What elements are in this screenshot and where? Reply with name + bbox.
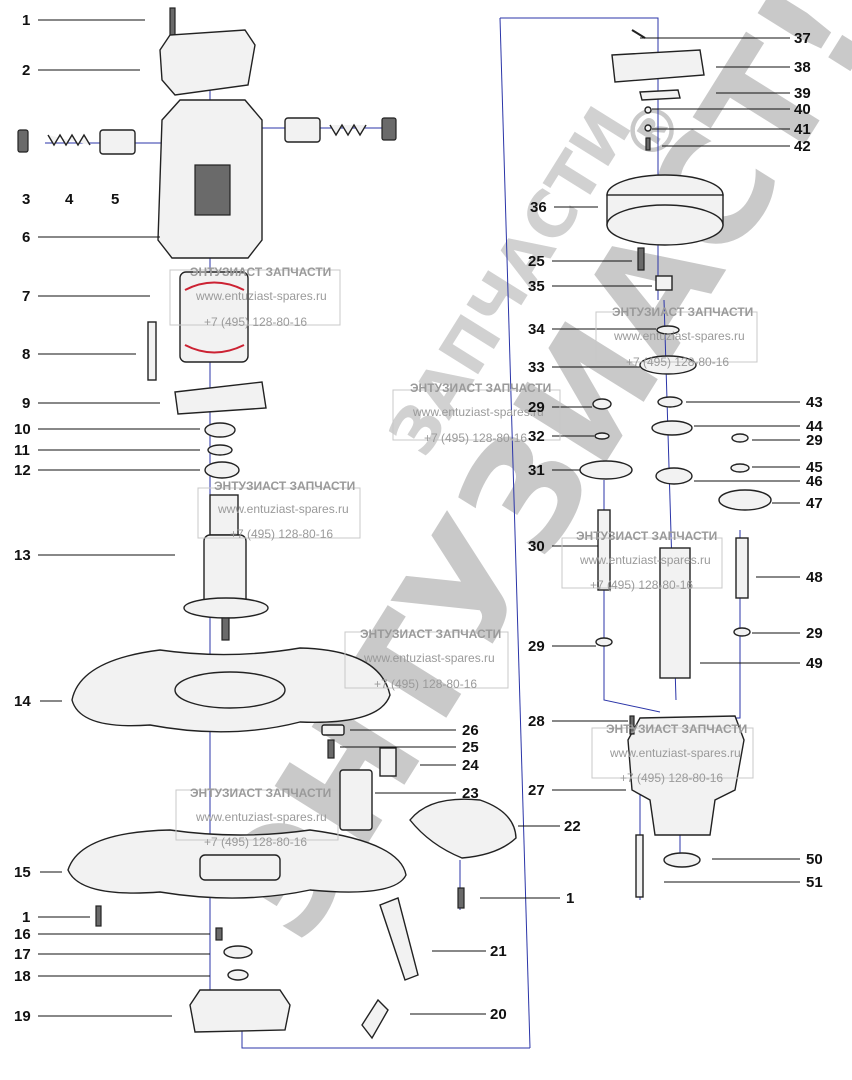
- label-36: 36: [530, 199, 547, 216]
- svg-text:ЭНТУЗИАСТ ЗАПЧАСТИ: ЭНТУЗИАСТ ЗАПЧАСТИ: [606, 722, 747, 736]
- label-10: 10: [14, 421, 31, 438]
- svg-text:www.entuziast-spares.ru: www.entuziast-spares.ru: [579, 553, 711, 567]
- watermark-box-6: ЭНТУЗИАСТ ЗАПЧАСТИ www.entuziast-spares.…: [344, 627, 509, 691]
- label-50: 50: [806, 851, 823, 868]
- label-8: 8: [22, 346, 30, 363]
- label-17: 17: [14, 946, 31, 963]
- label-15: 15: [14, 864, 31, 881]
- label-24: 24: [462, 757, 479, 774]
- label-28: 28: [528, 713, 545, 730]
- svg-text:www.entuziast-spares.ru: www.entuziast-spares.ru: [412, 405, 544, 419]
- watermark-box-3: ЭНТУЗИАСТ ЗАПЧАСТИ www.entuziast-spares.…: [595, 305, 758, 369]
- svg-text:www.entuziast-spares.ru: www.entuziast-spares.ru: [363, 651, 495, 665]
- label-39: 39: [794, 85, 811, 102]
- svg-text:+7 (495) 128-80-16: +7 (495) 128-80-16: [204, 315, 307, 329]
- label-22: 22: [564, 818, 581, 835]
- svg-text:www.entuziast-spares.ru: www.entuziast-spares.ru: [195, 289, 327, 303]
- label-40: 40: [794, 101, 811, 118]
- part-numbers-left: 1 2 3 4 5 6 7 8 9 10 11 12 13 14 15 1 16…: [14, 12, 119, 1025]
- label-29-c: 29: [806, 432, 823, 449]
- label-31: 31: [528, 462, 545, 479]
- svg-text:ЭНТУЗИАСТ ЗАПЧАСТИ: ЭНТУЗИАСТ ЗАПЧАСТИ: [410, 381, 551, 395]
- label-35: 35: [528, 278, 545, 295]
- label-2: 2: [22, 62, 30, 79]
- label-45: 45: [806, 459, 823, 476]
- label-38: 38: [794, 59, 811, 76]
- svg-text:+7 (495) 128-80-16: +7 (495) 128-80-16: [620, 771, 723, 785]
- label-1-mid: 1: [566, 890, 574, 907]
- svg-text:+7 (495) 128-80-16: +7 (495) 128-80-16: [230, 527, 333, 541]
- label-23: 23: [462, 785, 479, 802]
- svg-text:www.entuziast-spares.ru: www.entuziast-spares.ru: [195, 810, 327, 824]
- leader-lines: [38, 19, 800, 1017]
- svg-text:+7 (495) 128-80-16: +7 (495) 128-80-16: [374, 677, 477, 691]
- svg-text:ЭНТУЗИАСТ ЗАПЧАСТИ: ЭНТУЗИАСТ ЗАПЧАСТИ: [190, 265, 331, 279]
- svg-text:www.entuziast-spares.ru: www.entuziast-spares.ru: [613, 329, 745, 343]
- part-numbers-middle: 26 25 24 23 22 1 21 20: [462, 722, 581, 1023]
- part-shapes: [17, 7, 772, 1040]
- watermark-box-2: ЭНТУЗИАСТ ЗАПЧАСТИ www.entuziast-spares.…: [392, 381, 561, 445]
- watermark-box-8: ЭНТУЗИАСТ ЗАПЧАСТИ www.entuziast-spares.…: [175, 786, 339, 849]
- label-26: 26: [462, 722, 479, 739]
- label-14: 14: [14, 693, 31, 710]
- label-21: 21: [490, 943, 507, 960]
- label-9: 9: [22, 395, 30, 412]
- label-3: 3: [22, 191, 30, 208]
- label-1-top: 1: [22, 12, 30, 29]
- label-44: 44: [806, 418, 823, 435]
- svg-text:ЭНТУЗИАСТ ЗАПЧАСТИ: ЭНТУЗИАСТ ЗАПЧАСТИ: [214, 479, 355, 493]
- info-watermarks: ЭНТУЗИАСТ ЗАПЧАСТИ www.entuziast-spares.…: [169, 265, 758, 849]
- label-19: 19: [14, 1008, 31, 1025]
- part-numbers-right: 37 38 39 40 41 42 36 25 35 34 33 29 32 3…: [528, 30, 823, 891]
- label-16: 16: [14, 926, 31, 943]
- svg-text:www.entuziast-spares.ru: www.entuziast-spares.ru: [217, 502, 349, 516]
- svg-text:www.entuziast-spares.ru: www.entuziast-spares.ru: [609, 746, 741, 760]
- label-13: 13: [14, 547, 31, 564]
- svg-text:ЭНТУЗИАСТ ЗАПЧАСТИ: ЭНТУЗИАСТ ЗАПЧАСТИ: [190, 786, 331, 800]
- label-46: 46: [806, 473, 823, 490]
- watermark-box-1: ЭНТУЗИАСТ ЗАПЧАСТИ www.entuziast-spares.…: [169, 265, 341, 329]
- label-11: 11: [14, 442, 30, 459]
- watermark-box-7: ЭНТУЗИАСТ ЗАПЧАСТИ www.entuziast-spares.…: [591, 722, 754, 785]
- label-7: 7: [22, 288, 30, 305]
- watermark-box-4: ЭНТУЗИАСТ ЗАПЧАСТИ www.entuziast-spares.…: [197, 479, 361, 541]
- svg-text:ЭНТУЗИАСТ ЗАПЧАСТИ: ЭНТУЗИАСТ ЗАПЧАСТИ: [576, 529, 717, 543]
- label-20: 20: [490, 1006, 507, 1023]
- label-27: 27: [528, 782, 545, 799]
- label-25-right: 25: [528, 253, 545, 270]
- label-29-b: 29: [528, 638, 545, 655]
- label-51: 51: [806, 874, 823, 891]
- label-49: 49: [806, 655, 823, 672]
- watermark-box-5: ЭНТУЗИАСТ ЗАПЧАСТИ www.entuziast-spares.…: [561, 529, 723, 592]
- label-30: 30: [528, 538, 545, 555]
- label-29-a: 29: [528, 399, 545, 416]
- label-37: 37: [794, 30, 811, 47]
- label-33: 33: [528, 359, 545, 376]
- label-47: 47: [806, 495, 823, 512]
- svg-text:+7 (495) 128-80-16: +7 (495) 128-80-16: [424, 431, 527, 445]
- label-4: 4: [65, 191, 74, 208]
- label-42: 42: [794, 138, 811, 155]
- label-41: 41: [794, 121, 811, 138]
- label-32: 32: [528, 428, 545, 445]
- label-6: 6: [22, 229, 30, 246]
- svg-text:ЭНТУЗИАСТ ЗАПЧАСТИ: ЭНТУЗИАСТ ЗАПЧАСТИ: [612, 305, 753, 319]
- label-48: 48: [806, 569, 823, 586]
- label-34: 34: [528, 321, 545, 338]
- label-5: 5: [111, 191, 119, 208]
- svg-text:+7 (495) 128-80-16: +7 (495) 128-80-16: [626, 355, 729, 369]
- svg-text:ЭНТУЗИАСТ ЗАПЧАСТИ: ЭНТУЗИАСТ ЗАПЧАСТИ: [360, 627, 501, 641]
- label-43: 43: [806, 394, 823, 411]
- label-18: 18: [14, 968, 31, 985]
- label-29-d: 29: [806, 625, 823, 642]
- label-25-mid: 25: [462, 739, 479, 756]
- svg-text:+7 (495) 128-80-16: +7 (495) 128-80-16: [204, 835, 307, 849]
- svg-text:+7 (495) 128-80-16: +7 (495) 128-80-16: [590, 578, 693, 592]
- label-1-lower: 1: [22, 909, 30, 926]
- label-12: 12: [14, 462, 31, 479]
